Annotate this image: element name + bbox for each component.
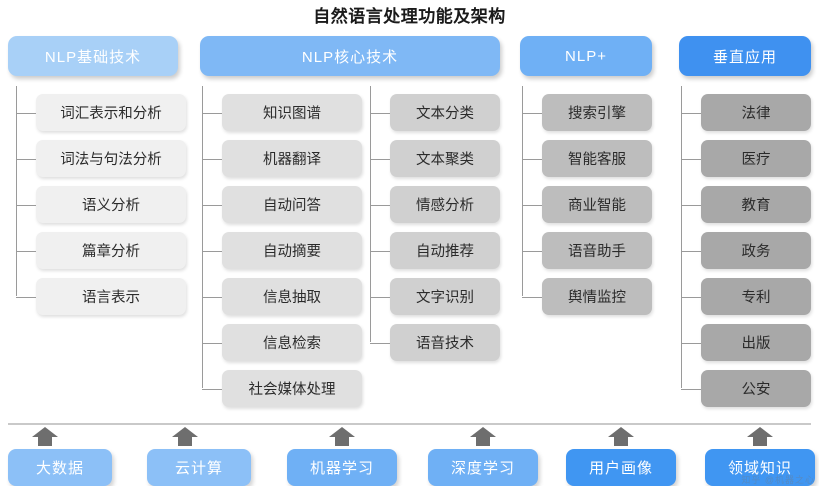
list-item[interactable]: 情感分析 [370, 186, 500, 223]
list-item[interactable]: 词汇表示和分析 [16, 94, 186, 131]
list-item[interactable]: 知识图谱 [202, 94, 362, 131]
list-item[interactable]: 信息检索 [202, 324, 362, 361]
foundation-item[interactable]: 领域知识 [705, 449, 815, 486]
page-title: 自然语言处理功能及架构 [313, 7, 506, 26]
list-item[interactable]: 公安 [681, 370, 811, 407]
column-nlp-core: NLP核心技术知识图谱机器翻译自动问答自动摘要信息抽取信息检索社会媒体处理文本分… [200, 36, 500, 407]
list-item[interactable]: 教育 [681, 186, 811, 223]
connector-spine [681, 86, 682, 388]
connector-spine [16, 86, 17, 296]
list-item[interactable]: 文本分类 [370, 94, 500, 131]
list-item[interactable]: 搜索引擎 [522, 94, 652, 131]
list-item[interactable]: 篇章分析 [16, 232, 186, 269]
column-header-nlp-plus[interactable]: NLP+ [520, 36, 652, 76]
branch-item-list: 文本分类文本聚类情感分析自动推荐文字识别语音技术 [370, 94, 500, 370]
branch-item-list: 搜索引擎智能客服商业智能语音助手舆情监控 [522, 94, 652, 324]
list-item[interactable]: 词法与句法分析 [16, 140, 186, 177]
up-arrow-icon [608, 427, 634, 446]
column-nlp-plus: NLP+ 搜索引擎智能客服商业智能语音助手舆情监控 [520, 36, 652, 315]
foundation-item[interactable]: 用户画像 [566, 449, 676, 486]
list-item[interactable]: 语言表示 [16, 278, 186, 315]
up-arrow-icon [470, 427, 496, 446]
list-item[interactable]: 法律 [681, 94, 811, 131]
list-item[interactable]: 信息抽取 [202, 278, 362, 315]
column-header-nlp-basic[interactable]: NLP基础技术 [8, 36, 178, 76]
up-arrow-icon [32, 427, 58, 446]
foundation-item[interactable]: 深度学习 [428, 449, 538, 486]
up-arrow-icon [172, 427, 198, 446]
list-item[interactable]: 商业智能 [522, 186, 652, 223]
foundation-divider [8, 423, 811, 425]
list-item[interactable]: 出版 [681, 324, 811, 361]
list-item[interactable]: 政务 [681, 232, 811, 269]
list-item[interactable]: 语音助手 [522, 232, 652, 269]
foundation-item[interactable]: 大数据 [8, 449, 112, 486]
list-item[interactable]: 专利 [681, 278, 811, 315]
column-nlp-basic: NLP基础技术词汇表示和分析词法与句法分析语义分析篇章分析语言表示 [8, 36, 186, 315]
list-item[interactable]: 文本聚类 [370, 140, 500, 177]
up-arrow-icon [329, 427, 355, 446]
list-item[interactable]: 机器翻译 [202, 140, 362, 177]
list-item[interactable]: 自动问答 [202, 186, 362, 223]
branch-item-list: 法律医疗教育政务专利出版公安 [681, 94, 811, 416]
list-item[interactable]: 自动推荐 [370, 232, 500, 269]
list-item[interactable]: 舆情监控 [522, 278, 652, 315]
foundation-item[interactable]: 机器学习 [287, 449, 397, 486]
foundation-item[interactable]: 云计算 [147, 449, 251, 486]
list-item[interactable]: 文字识别 [370, 278, 500, 315]
connector-spine [370, 86, 371, 342]
list-item[interactable]: 医疗 [681, 140, 811, 177]
list-item[interactable]: 智能客服 [522, 140, 652, 177]
connector-spine [202, 86, 203, 388]
up-arrow-icon [747, 427, 773, 446]
column-header-nlp-core[interactable]: NLP核心技术 [200, 36, 500, 76]
column-vertical-apps: 垂直应用法律医疗教育政务专利出版公安 [679, 36, 811, 407]
column-header-vertical-apps[interactable]: 垂直应用 [679, 36, 811, 76]
list-item[interactable]: 自动摘要 [202, 232, 362, 269]
list-item[interactable]: 社会媒体处理 [202, 370, 362, 407]
branch-item-list: 词汇表示和分析词法与句法分析语义分析篇章分析语言表示 [16, 94, 186, 324]
list-item[interactable]: 语义分析 [16, 186, 186, 223]
list-item[interactable]: 语音技术 [370, 324, 500, 361]
branch-item-list: 知识图谱机器翻译自动问答自动摘要信息抽取信息检索社会媒体处理 [202, 94, 362, 416]
connector-spine [522, 86, 523, 296]
